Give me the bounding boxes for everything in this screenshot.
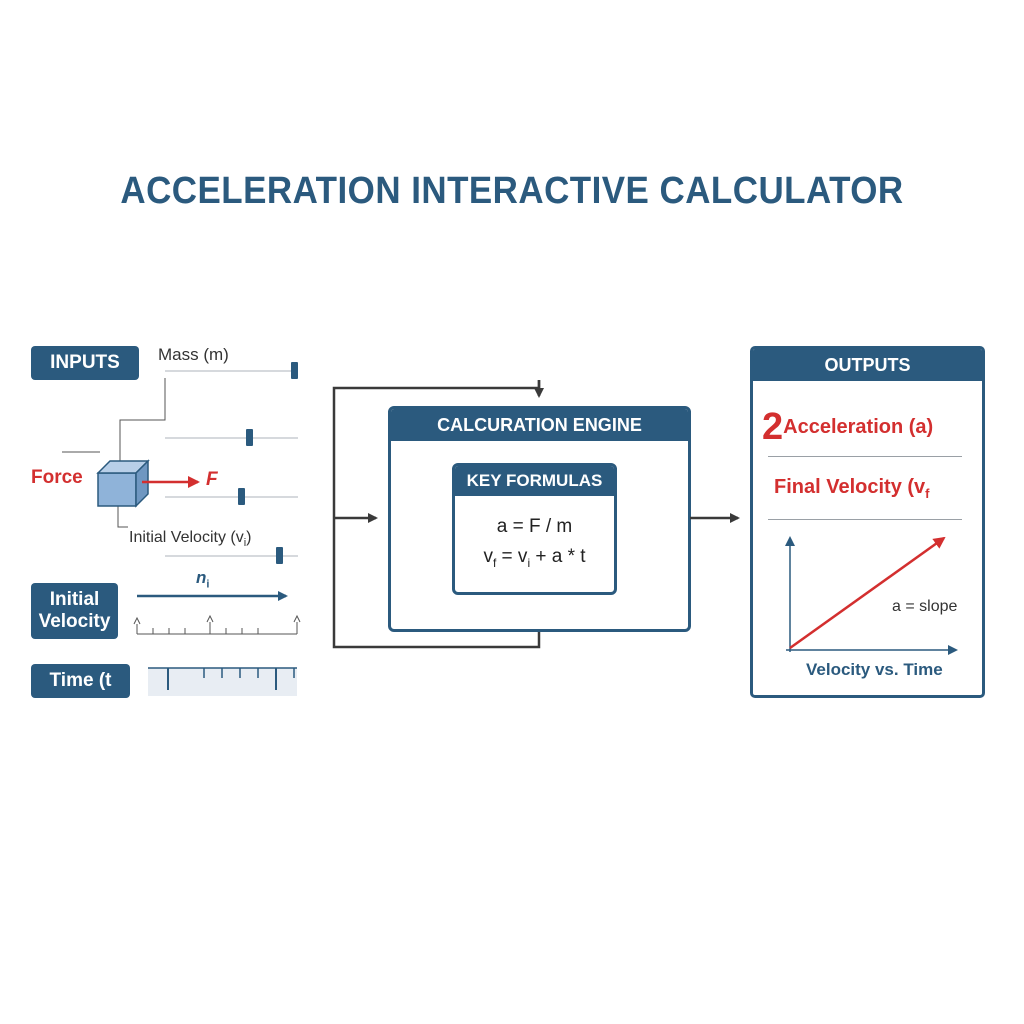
force-slider-thumb[interactable] bbox=[246, 429, 253, 446]
velocity-time-graph bbox=[785, 536, 958, 655]
initial-velocity-slider-thumb[interactable] bbox=[276, 547, 283, 564]
key-formulas-box: KEY FORMULAS a = F / m vf = vi + a * t bbox=[452, 463, 617, 595]
time-pill: Time (t bbox=[31, 664, 130, 698]
acceleration-label: Acceleration (a) bbox=[783, 416, 934, 438]
acceleration-output: 2Acceleration (a) bbox=[762, 406, 933, 449]
output-divider-2 bbox=[768, 519, 962, 520]
mass-label: Mass (m) bbox=[158, 345, 229, 364]
initial-velocity-slider-track[interactable] bbox=[165, 555, 298, 557]
velocity-vector-label: ni bbox=[196, 568, 210, 591]
formula-final-velocity: vf = vi + a * t bbox=[483, 546, 586, 570]
mass-cube-icon bbox=[96, 459, 150, 508]
feedback-loop-connector bbox=[332, 380, 544, 649]
direction-slider-track[interactable] bbox=[165, 496, 298, 498]
formula-acceleration: a = F / m bbox=[496, 516, 573, 537]
cube-leader-lines bbox=[62, 378, 166, 528]
velocity-line bbox=[789, 536, 946, 650]
outputs-box: OUTPUTS bbox=[750, 346, 985, 698]
graph-annotation: a = slope bbox=[892, 598, 958, 615]
inputs-header: INPUTS bbox=[31, 346, 139, 380]
calculation-engine-header: CALCURATION ENGINE bbox=[391, 409, 688, 441]
key-formulas-header: KEY FORMULAS bbox=[455, 466, 614, 496]
mass-slider-track[interactable] bbox=[165, 370, 298, 372]
calculation-engine-box: CALCURATION ENGINE KEY FORMULAS a = F / … bbox=[388, 406, 691, 632]
page-title: ACCELERATION INTERACTIVE CALCULATOR bbox=[120, 170, 904, 212]
direction-slider-thumb[interactable] bbox=[238, 488, 245, 505]
final-velocity-output: Final Velocity (vf bbox=[774, 476, 930, 501]
mass-slider-thumb[interactable] bbox=[291, 362, 298, 379]
acceleration-prefix: 2 bbox=[762, 406, 784, 448]
velocity-ruler bbox=[133, 614, 301, 635]
outputs-header: OUTPUTS bbox=[753, 349, 982, 381]
initial-velocity-pill: Initial Velocity bbox=[31, 583, 118, 639]
force-slider-track[interactable] bbox=[165, 437, 298, 439]
initial-velocity-label: Initial Velocity (vi) bbox=[129, 529, 252, 550]
time-ruler-ticks bbox=[148, 667, 297, 690]
output-divider-1 bbox=[768, 456, 962, 457]
force-label: Force bbox=[31, 467, 83, 488]
graph-caption: Velocity vs. Time bbox=[806, 660, 943, 679]
force-vector-label: F bbox=[206, 469, 218, 490]
